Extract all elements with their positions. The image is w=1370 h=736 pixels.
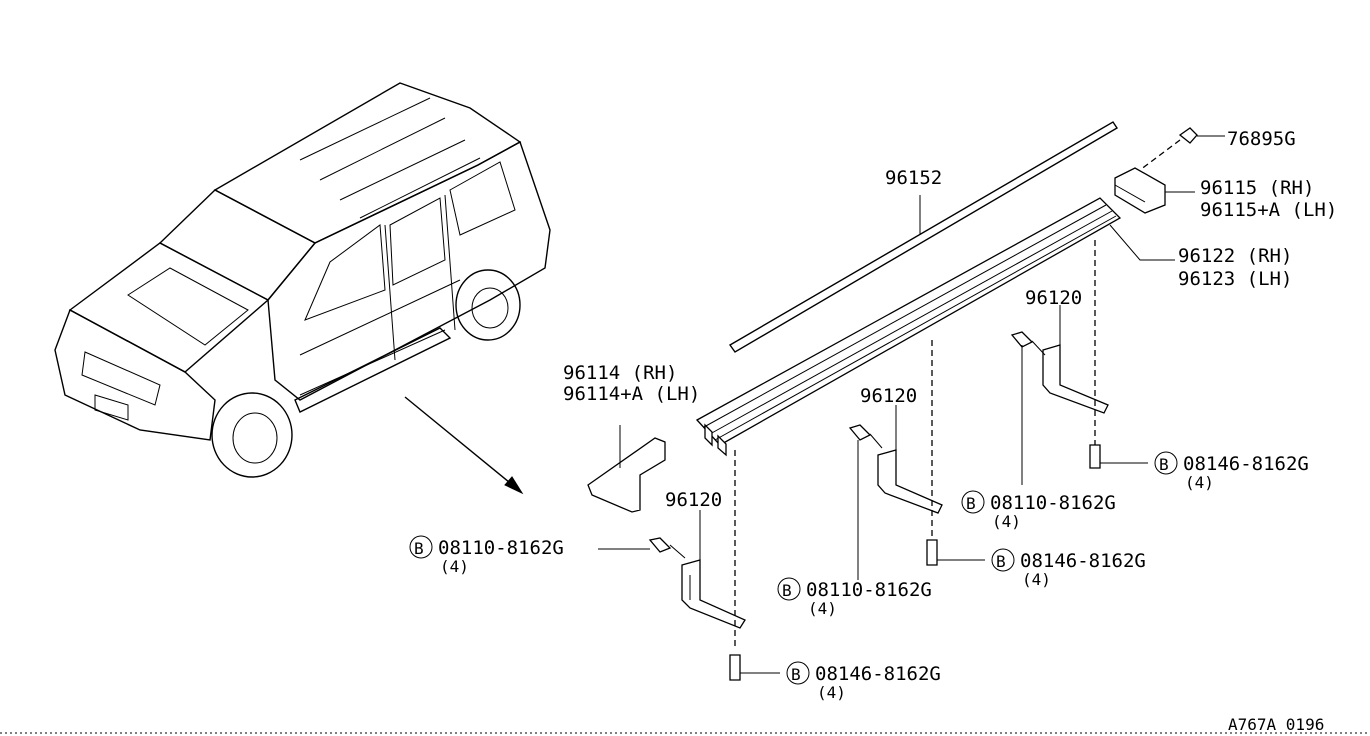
fastener-code: 08146-8162G xyxy=(1183,453,1309,475)
b-symbol: B xyxy=(996,552,1006,571)
b-symbol: B xyxy=(414,539,424,558)
bolt-icon xyxy=(729,654,780,681)
direction-arrow xyxy=(404,396,524,495)
label-96120-a: 96120 xyxy=(665,489,722,511)
label-96122-rh: 96122 (RH) xyxy=(1178,245,1292,267)
bolt-icon xyxy=(1089,444,1148,469)
fastener-qty: (4) xyxy=(440,557,469,576)
fastener-label-1: B 08110-8162G (4) xyxy=(409,535,564,576)
label-96120-c: 96120 xyxy=(1025,287,1082,309)
fastener-code: 08110-8162G xyxy=(438,537,564,559)
label-96115-lh: 96115+A (LH) xyxy=(1200,199,1337,221)
fastener-code: 08146-8162G xyxy=(1020,550,1146,572)
step-rail xyxy=(695,197,1122,457)
label-96120-b: 96120 xyxy=(860,385,917,407)
fastener-qty: (4) xyxy=(1185,473,1214,492)
b-symbol: B xyxy=(782,581,792,600)
bolt-icon xyxy=(848,424,883,449)
fastener-qty: (4) xyxy=(817,683,846,702)
label-96114-rh: 96114 (RH) xyxy=(563,362,677,384)
bolt-icon xyxy=(926,539,985,566)
fastener-code: 08110-8162G xyxy=(806,579,932,601)
molding-96152 xyxy=(728,121,1118,353)
b-symbol: B xyxy=(1159,455,1169,474)
diagram-id: A767A 0196 xyxy=(1228,715,1324,734)
fastener-qty: (4) xyxy=(808,599,837,618)
label-96123-lh: 96123 (LH) xyxy=(1178,268,1292,290)
mud-guard-icon xyxy=(587,425,666,513)
bracket-icon xyxy=(877,405,943,514)
bolt-icon xyxy=(648,537,686,559)
end-cap-96115 xyxy=(1114,167,1195,214)
fastener-code: 08146-8162G xyxy=(815,663,941,685)
fastener-label-6: B 08146-8162G (4) xyxy=(1154,451,1309,492)
label-76895g: 76895G xyxy=(1227,128,1296,150)
label-96152: 96152 xyxy=(885,167,942,189)
vehicle-illustration xyxy=(54,82,551,478)
bracket-icon xyxy=(1042,305,1109,414)
fastener-code: 08110-8162G xyxy=(990,492,1116,514)
b-symbol: B xyxy=(791,665,801,684)
fastener-qty: (4) xyxy=(992,512,1021,531)
fastener-label-5: B 08110-8162G (4) xyxy=(961,490,1116,531)
bracket-icon xyxy=(681,510,746,629)
label-96115-rh: 96115 (RH) xyxy=(1200,177,1314,199)
label-96114-lh: 96114+A (LH) xyxy=(563,383,700,405)
fastener-label-2: B 08146-8162G (4) xyxy=(786,661,941,702)
clip-icon xyxy=(1178,127,1225,144)
fastener-label-3: B 08110-8162G (4) xyxy=(777,577,932,618)
fastener-label-4: B 08146-8162G (4) xyxy=(991,548,1146,589)
b-symbol: B xyxy=(966,494,976,513)
bolt-icon xyxy=(1010,331,1046,356)
fastener-qty: (4) xyxy=(1022,570,1051,589)
